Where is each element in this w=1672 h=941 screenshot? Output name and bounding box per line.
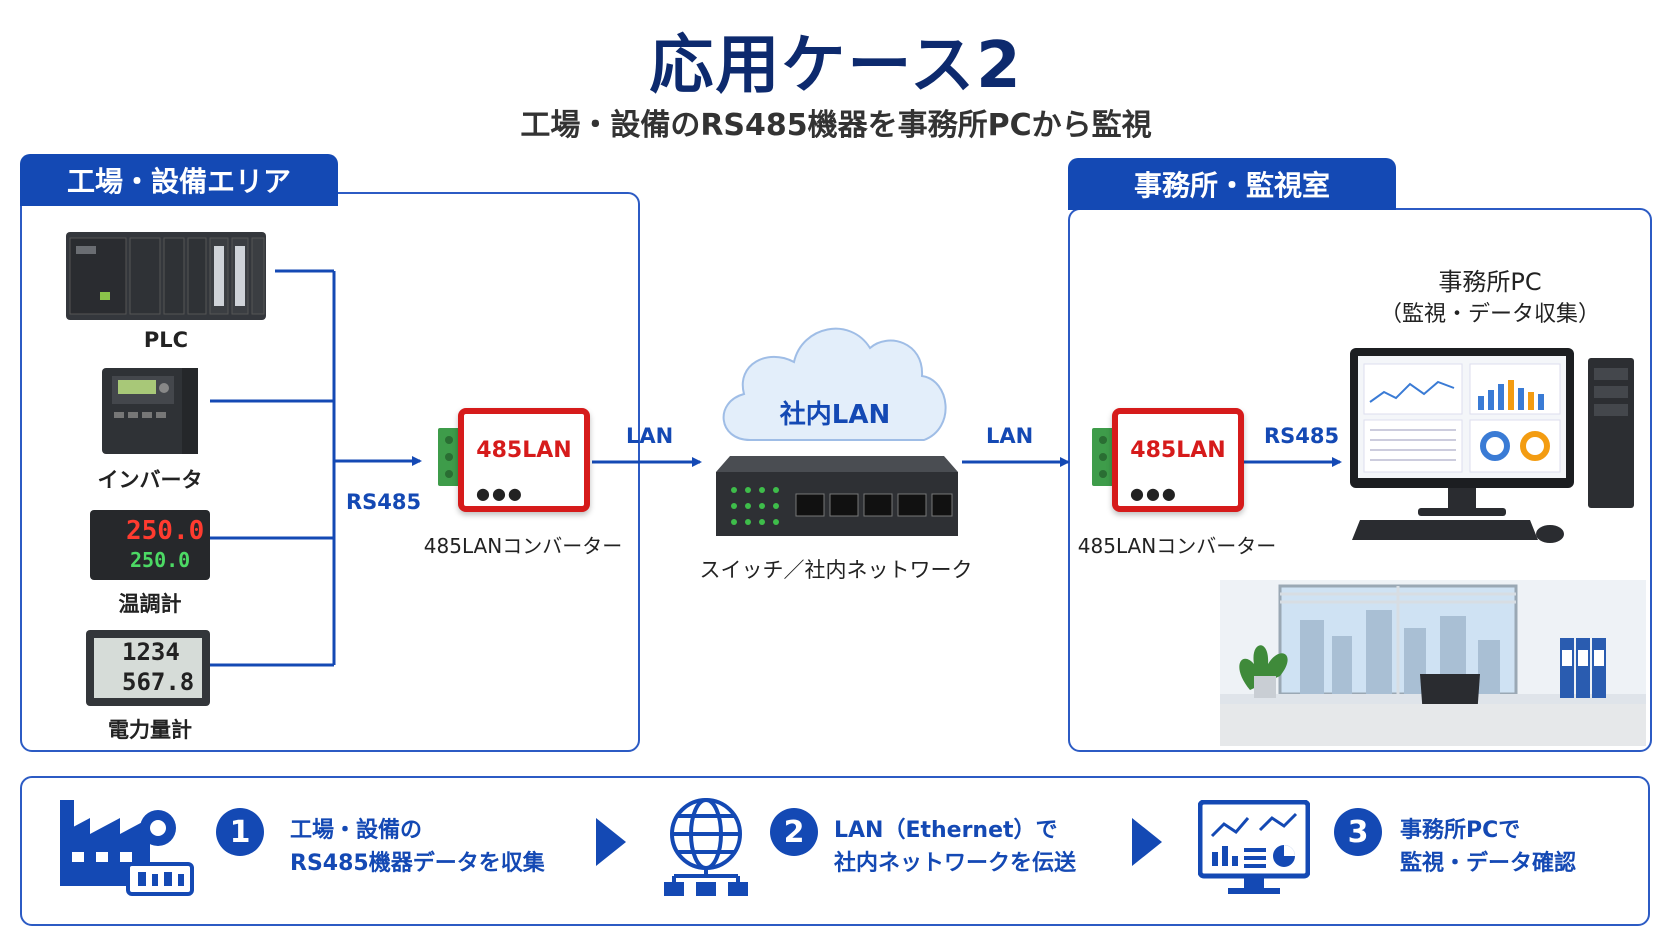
- step-1-line1: 工場・設備の: [290, 818, 423, 843]
- inverter-device: [102, 368, 198, 454]
- factory-tab: 工場・設備エリア: [20, 154, 338, 206]
- converter-right: 485LAN ●●●: [1112, 408, 1244, 512]
- converter-right-leds: ●●●: [1130, 484, 1178, 503]
- page-subtitle: 工場・設備のRS485機器を事務所PCから監視: [520, 108, 1152, 143]
- lan-left-label: LAN: [626, 424, 674, 448]
- monitor-dashboard-icon: [1198, 800, 1310, 894]
- plc-icon: [69, 237, 265, 315]
- chevron-right-icon: [1132, 818, 1162, 866]
- converter-left-terminal: [438, 428, 460, 486]
- steps-bar: [20, 776, 1650, 926]
- rs485-right-label: RS485: [1264, 424, 1340, 448]
- rs485-bus-label: RS485: [346, 490, 422, 514]
- step-3-number: 3: [1334, 808, 1382, 856]
- converter-left-text: 485LAN: [476, 438, 572, 463]
- step-2-text: LAN（Ethernet）で 社内ネットワークを伝送: [834, 814, 1076, 880]
- inverter-icon: [112, 368, 198, 454]
- converter-right-terminal: [1092, 428, 1114, 486]
- step-3-line2: 監視・データ確認: [1400, 851, 1577, 876]
- step-2-line1: LAN（Ethernet）で: [834, 818, 1058, 843]
- meter-display-top: 1234: [122, 638, 180, 666]
- plc-label: PLC: [143, 328, 189, 352]
- page-title: 応用ケース2: [649, 29, 1023, 103]
- plc-device: [66, 232, 266, 320]
- cloud-icon: [722, 327, 947, 441]
- cloud-label: 社内LAN: [779, 400, 891, 430]
- power-meter-device: 1234 567.8: [86, 630, 210, 706]
- step-3-text: 事務所PCで 監視・データ確認: [1400, 814, 1576, 880]
- lan-right-label: LAN: [986, 424, 1034, 448]
- temp-display-bottom: 250.0: [130, 548, 191, 572]
- network-switch-icon: [716, 456, 958, 536]
- step-1-line2: RS485機器データを収集: [290, 851, 545, 876]
- step-3-line1: 事務所PCで: [1400, 818, 1521, 843]
- factory-icon: [60, 800, 194, 896]
- converter-right-caption: 485LANコンバーター: [1077, 534, 1277, 558]
- temp-controller-device: 250.0 250.0: [90, 510, 210, 580]
- inverter-label: インバータ: [97, 468, 203, 492]
- globe-network-icon: [664, 798, 748, 896]
- pc-subtitle: （監視・データ収集）: [1379, 302, 1600, 327]
- meter-display-bottom: 567.8: [122, 668, 195, 696]
- step-2-number: 2: [770, 808, 818, 856]
- converter-left-caption: 485LANコンバーター: [423, 534, 623, 558]
- converter-left: 485LAN ●●●: [458, 408, 590, 512]
- step-1-number: 1: [216, 808, 264, 856]
- office-pc-icon: [1350, 348, 1634, 543]
- chevron-right-icon: [596, 818, 626, 866]
- power-meter-label: 電力量計: [108, 718, 192, 742]
- converter-left-leds: ●●●: [476, 484, 524, 503]
- temp-display-top: 250.0: [126, 516, 205, 546]
- converter-right-text: 485LAN: [1130, 438, 1226, 463]
- step-2-line2: 社内ネットワークを伝送: [834, 851, 1077, 876]
- switch-caption: スイッチ／社内ネットワーク: [699, 558, 973, 582]
- office-tab: 事務所・監視室: [1068, 158, 1396, 210]
- pc-title: 事務所PC: [1438, 268, 1542, 296]
- office-scene-image: [1220, 580, 1646, 746]
- temp-controller-label: 温調計: [118, 592, 182, 616]
- step-1-text: 工場・設備の RS485機器データを収集: [290, 814, 545, 880]
